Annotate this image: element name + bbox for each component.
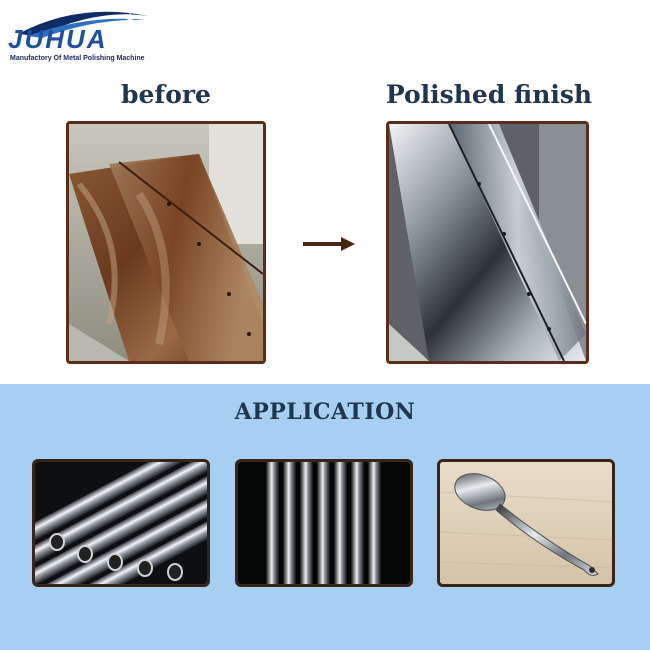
logo-swoosh-icon (18, 10, 148, 38)
polished-tubes-photo (32, 459, 210, 587)
logo-brand-text: JUHUA (8, 24, 108, 54)
polished-spoon-photo (437, 459, 615, 587)
before-heading: before (121, 80, 211, 109)
polished-bars-photo (235, 459, 413, 587)
application-heading: APPLICATION (234, 399, 416, 425)
logo-tagline: Manufactory Of Metal Polishing Machine (10, 55, 145, 62)
polished-plate-photo (386, 121, 589, 364)
company-logo (8, 6, 158, 66)
polished-heading: Polished finish (385, 80, 593, 109)
rusty-plate-photo (66, 121, 266, 364)
arrow-right-icon (303, 237, 355, 251)
